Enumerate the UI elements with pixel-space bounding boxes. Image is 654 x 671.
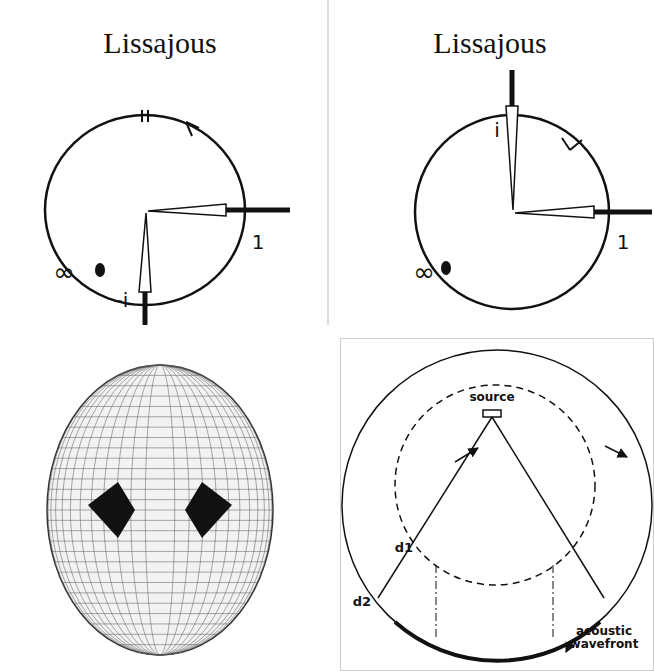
mesh-parallel: [50, 478, 271, 479]
phasor-arrow: [506, 106, 518, 210]
axis-value: 1: [617, 231, 630, 253]
projection-line: [436, 565, 437, 640]
mesh-parallel: [118, 644, 202, 645]
propagation-arrow: [605, 446, 627, 457]
mesh-parallel: [90, 396, 230, 397]
mesh-parallel: [52, 468, 269, 469]
mesh-parallel: [62, 437, 258, 438]
projection-line: [553, 565, 554, 640]
phasor-arrow: [148, 204, 226, 216]
source-symbol: [483, 410, 501, 417]
infinity-mark: ∞: [413, 258, 435, 287]
mesh-parallel: [54, 561, 265, 562]
direction-arrowhead: [186, 122, 199, 136]
arrow-stem: [143, 290, 148, 325]
axis-value: i: [494, 119, 500, 141]
distance-label: d2: [353, 595, 371, 609]
infinity-mark: ∞: [53, 258, 75, 287]
acoustic-diagram: [342, 350, 652, 661]
mesh-cusp: [88, 482, 135, 538]
mesh-parallel: [50, 541, 271, 542]
mesh-parallel: [48, 489, 272, 490]
mesh-parallel: [58, 447, 262, 448]
axis-value: -i: [116, 289, 129, 311]
mesh-parallel: [73, 416, 246, 417]
mesh-parallel: [47, 510, 273, 511]
panel-title: Lissajous: [103, 26, 216, 59]
infinity-dot: [95, 263, 105, 277]
mesh-cusp: [185, 482, 232, 538]
mesh-parallel: [58, 572, 262, 573]
mesh-parallel: [102, 385, 218, 386]
mesh-parallel: [81, 406, 239, 407]
mesh-parallel: [102, 634, 218, 635]
mesh-meridian: [48, 365, 272, 655]
panel-border: [341, 339, 654, 671]
infinity-dot: [441, 261, 451, 275]
mesh-parallel: [62, 582, 258, 583]
ray-line: [492, 417, 604, 598]
inner-wavefront: [395, 385, 595, 585]
distance-label: d1: [395, 541, 413, 555]
mesh-parallel: [48, 530, 272, 531]
mesh-parallel: [73, 603, 246, 604]
panel-title: Lissajous: [433, 26, 546, 59]
mesh-parallel: [67, 592, 252, 593]
arrow-stem: [592, 210, 652, 215]
source-label: source: [469, 391, 514, 404]
phasor-arrow: [139, 213, 151, 292]
mesh-parallel: [118, 375, 202, 376]
tick-mark: [142, 110, 148, 122]
phasor-arrow: [515, 206, 594, 218]
wavefront-arc: [395, 622, 600, 661]
panel-divider: [328, 0, 329, 325]
axis-value: 1: [252, 231, 265, 253]
mesh-parallel: [52, 551, 269, 552]
mesh-parallel: [54, 458, 265, 459]
lissajous-left: [45, 110, 290, 325]
direction-arrowhead: [562, 138, 582, 150]
mesh-parallel: [67, 427, 252, 428]
wavefront-label: acoustic wavefront: [559, 625, 649, 651]
arrow-stem: [226, 208, 290, 213]
outer-wavefront: [342, 350, 652, 660]
mesh-parallel: [47, 520, 272, 521]
arrow-stem: [510, 70, 515, 108]
mesh-parallel: [81, 613, 239, 614]
lissajous-right: [415, 70, 652, 309]
mesh-parallel: [90, 623, 230, 624]
mesh-surface: [47, 365, 273, 655]
ray-line: [378, 417, 492, 598]
mesh-parallel: [47, 499, 272, 500]
surface-outline: [47, 365, 273, 655]
propagation-arrow: [455, 448, 478, 462]
unit-circle: [45, 115, 245, 305]
